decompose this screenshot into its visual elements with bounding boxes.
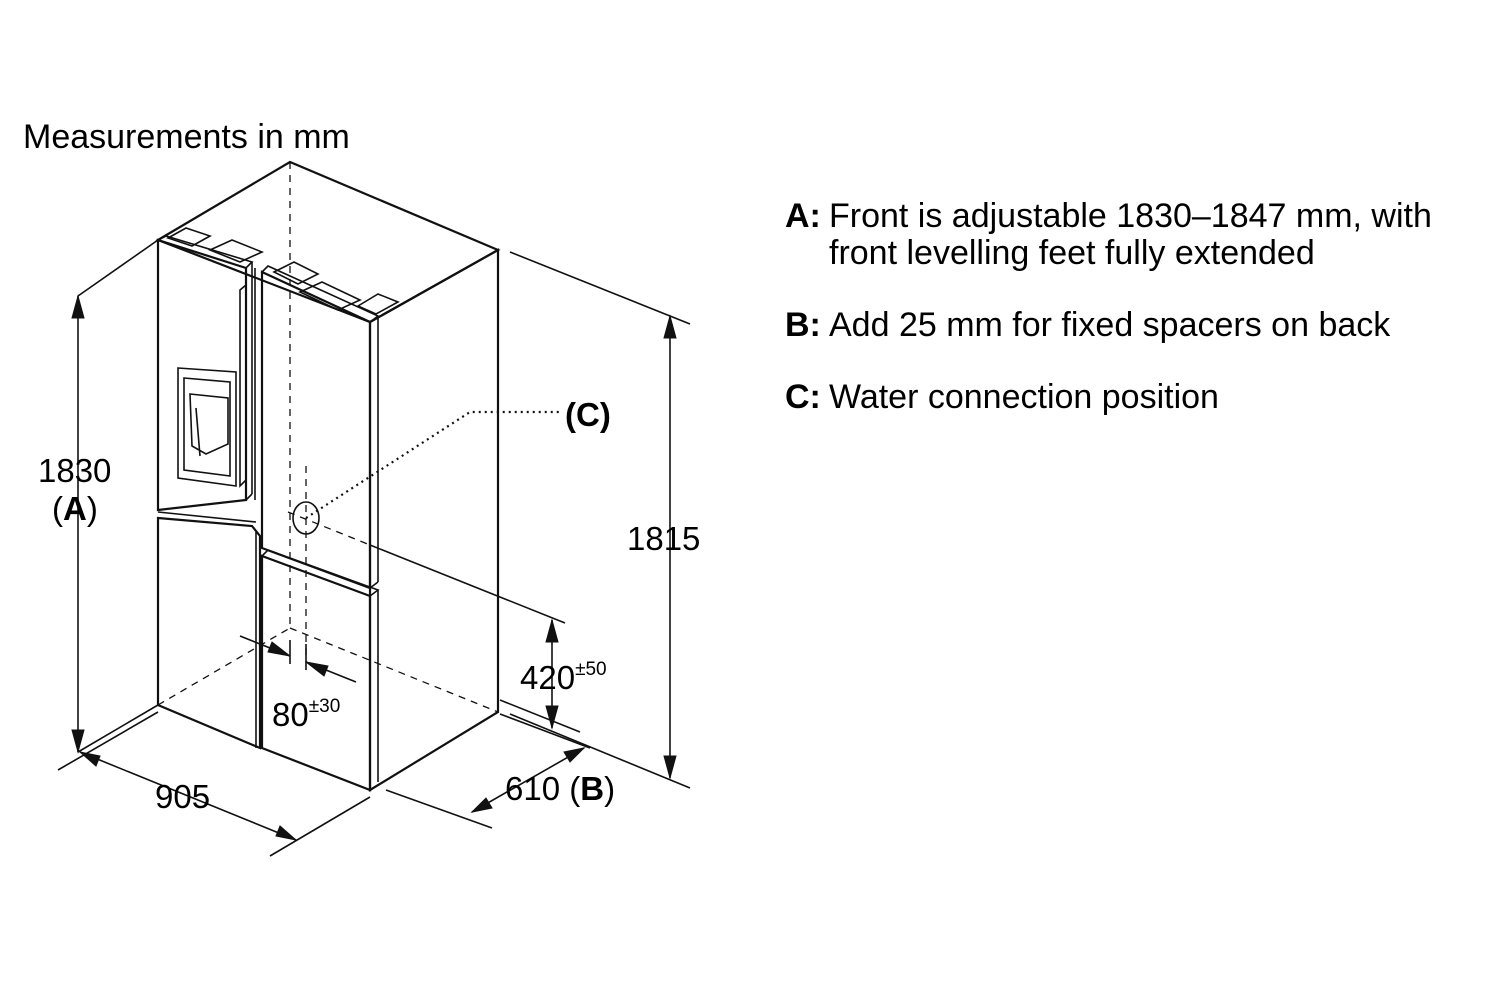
height-front-label: 1830 bbox=[38, 452, 112, 489]
depth-dimension bbox=[385, 713, 591, 829]
water-height-value: 420 bbox=[520, 659, 576, 696]
notes-legend: A: Front is adjustable 1830–1847 mm, wit… bbox=[785, 198, 1485, 451]
height-front-dimension bbox=[71, 239, 159, 754]
water-offset-tolerance: ±30 bbox=[308, 696, 341, 717]
note-a: A: Front is adjustable 1830–1847 mm, wit… bbox=[785, 198, 1485, 272]
fridge-doors bbox=[155, 227, 400, 792]
height-front-ref-letter: A bbox=[63, 490, 87, 527]
note-text: Add 25 mm for fixed spacers on back bbox=[829, 306, 1391, 344]
note-key: B: bbox=[785, 306, 821, 344]
diagram-title: Measurements in mm bbox=[23, 118, 350, 156]
water-connection-ref: (C) bbox=[565, 396, 611, 433]
water-height-tolerance: ±50 bbox=[575, 659, 607, 680]
width-label: 905 bbox=[155, 778, 211, 815]
depth-label: 610 (B) bbox=[505, 770, 616, 807]
height-back-label: 1815 bbox=[627, 520, 701, 557]
water-offset-label: 80±30 bbox=[272, 697, 340, 731]
depth-value: 610 bbox=[505, 770, 561, 807]
note-c: C: Water connection position bbox=[785, 379, 1485, 416]
water-offset-value: 80 bbox=[272, 696, 309, 733]
depth-ref-letter: B bbox=[580, 770, 605, 807]
note-key: A: bbox=[785, 197, 821, 235]
height-front-ref: (A) bbox=[52, 490, 98, 527]
note-key: C: bbox=[785, 378, 821, 416]
water-height-dimension bbox=[499, 618, 581, 733]
water-height-label: 420±50 bbox=[520, 660, 607, 694]
water-offset-dimension bbox=[239, 635, 357, 683]
width-dimension bbox=[57, 711, 371, 857]
water-connection bbox=[287, 410, 566, 662]
note-b: B: Add 25 mm for fixed spacers on back bbox=[785, 307, 1485, 344]
note-text: Front is adjustable 1830–1847 mm, with f… bbox=[829, 197, 1432, 272]
height-back-dimension bbox=[509, 251, 691, 789]
note-text: Water connection position bbox=[829, 378, 1219, 416]
